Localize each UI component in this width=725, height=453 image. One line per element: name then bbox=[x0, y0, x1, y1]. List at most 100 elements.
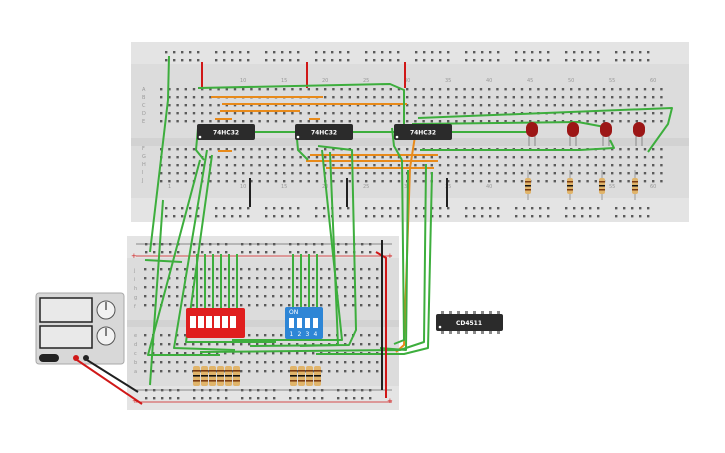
breadboard-hole[interactable] bbox=[565, 59, 568, 62]
breadboard-hole[interactable] bbox=[639, 51, 642, 54]
breadboard-hole[interactable] bbox=[216, 286, 219, 289]
breadboard-hole[interactable] bbox=[161, 251, 164, 254]
breadboard-hole[interactable] bbox=[336, 268, 339, 271]
breadboard-hole[interactable] bbox=[597, 59, 600, 62]
breadboard-hole[interactable] bbox=[643, 120, 647, 123]
breadboard-hole[interactable] bbox=[422, 120, 425, 123]
breadboard-hole[interactable] bbox=[168, 172, 171, 175]
breadboard-hole[interactable] bbox=[553, 172, 556, 175]
breadboard-hole[interactable] bbox=[288, 370, 291, 373]
breadboard-hole[interactable] bbox=[192, 112, 196, 115]
breadboard-hole[interactable] bbox=[589, 51, 592, 54]
breadboard-hole[interactable] bbox=[389, 164, 392, 167]
breadboard-hole[interactable] bbox=[368, 268, 371, 271]
breadboard-hole[interactable] bbox=[176, 277, 179, 280]
breadboard-hole[interactable] bbox=[160, 361, 163, 364]
breadboard-hole[interactable] bbox=[209, 156, 212, 159]
breadboard-hole[interactable] bbox=[578, 156, 581, 159]
chip-74hc32-1[interactable]: 74HC32 bbox=[197, 124, 255, 140]
breadboard-hole[interactable] bbox=[258, 172, 261, 175]
breadboard-hole[interactable] bbox=[315, 156, 319, 159]
breadboard-hole[interactable] bbox=[337, 251, 340, 254]
breadboard-hole[interactable] bbox=[144, 304, 147, 307]
breadboard-hole[interactable] bbox=[201, 148, 204, 151]
breadboard-hole[interactable] bbox=[570, 104, 573, 107]
breadboard-hole[interactable] bbox=[373, 215, 376, 218]
breadboard-hole[interactable] bbox=[389, 112, 392, 115]
breadboard-hole[interactable] bbox=[447, 180, 450, 183]
breadboard-hole[interactable] bbox=[615, 207, 618, 210]
breadboard-hole[interactable] bbox=[332, 180, 335, 183]
breadboard-hole[interactable] bbox=[216, 295, 219, 298]
breadboard-hole[interactable] bbox=[381, 148, 384, 151]
breadboard-hole[interactable] bbox=[160, 104, 163, 107]
breadboard-hole[interactable] bbox=[232, 343, 235, 346]
breadboard-hole[interactable] bbox=[240, 352, 243, 355]
breadboard-hole[interactable] bbox=[173, 59, 176, 62]
breadboard-hole[interactable] bbox=[488, 172, 491, 175]
breadboard-hole[interactable] bbox=[280, 343, 283, 346]
breadboard-hole[interactable] bbox=[339, 215, 342, 218]
breadboard-hole[interactable] bbox=[272, 286, 275, 289]
breadboard-hole[interactable] bbox=[315, 172, 319, 175]
breadboard-hole[interactable] bbox=[169, 243, 172, 246]
breadboard-hole[interactable] bbox=[304, 361, 307, 364]
breadboard-hole[interactable] bbox=[397, 180, 401, 183]
breadboard-hole[interactable] bbox=[489, 51, 492, 54]
breadboard-hole[interactable] bbox=[356, 88, 360, 91]
led[interactable] bbox=[526, 122, 538, 146]
breadboard-hole[interactable] bbox=[272, 361, 275, 364]
breadboard-hole[interactable] bbox=[496, 112, 499, 115]
breadboard-hole[interactable] bbox=[272, 334, 275, 337]
breadboard-hole[interactable] bbox=[438, 104, 442, 107]
breadboard-hole[interactable] bbox=[423, 51, 426, 54]
breadboard-hole[interactable] bbox=[635, 172, 638, 175]
dip-toggle[interactable] bbox=[214, 316, 220, 328]
breadboard-hole[interactable] bbox=[232, 361, 235, 364]
breadboard-hole[interactable] bbox=[545, 156, 548, 159]
green-wire[interactable] bbox=[149, 55, 170, 253]
breadboard-hole[interactable] bbox=[455, 164, 458, 167]
breadboard-hole[interactable] bbox=[397, 156, 401, 159]
breadboard-hole[interactable] bbox=[373, 59, 376, 62]
breadboard-hole[interactable] bbox=[660, 164, 663, 167]
breadboard-hole[interactable] bbox=[332, 120, 335, 123]
breadboard-hole[interactable] bbox=[376, 268, 379, 271]
breadboard-hole[interactable] bbox=[463, 156, 466, 159]
breadboard-hole[interactable] bbox=[479, 104, 483, 107]
breadboard-hole[interactable] bbox=[193, 243, 196, 246]
breadboard-hole[interactable] bbox=[529, 88, 532, 91]
breadboard-hole[interactable] bbox=[471, 104, 474, 107]
breadboard-hole[interactable] bbox=[373, 120, 376, 123]
breadboard-hole[interactable] bbox=[602, 104, 606, 107]
breadboard-hole[interactable] bbox=[389, 120, 392, 123]
breadboard-hole[interactable] bbox=[356, 104, 360, 107]
breadboard-hole[interactable] bbox=[169, 397, 172, 400]
breadboard-hole[interactable] bbox=[192, 304, 195, 307]
breadboard-hole[interactable] bbox=[233, 120, 237, 123]
breadboard-hole[interactable] bbox=[160, 334, 163, 337]
breadboard-hole[interactable] bbox=[184, 361, 187, 364]
breadboard-hole[interactable] bbox=[489, 59, 492, 62]
breadboard-hole[interactable] bbox=[296, 361, 299, 364]
breadboard-hole[interactable] bbox=[288, 352, 291, 355]
breadboard-hole[interactable] bbox=[176, 164, 179, 167]
breadboard-hole[interactable] bbox=[602, 172, 606, 175]
breadboard-hole[interactable] bbox=[627, 148, 630, 151]
breadboard-hole[interactable] bbox=[200, 343, 203, 346]
breadboard-hole[interactable] bbox=[347, 51, 350, 54]
breadboard-hole[interactable] bbox=[320, 268, 323, 271]
breadboard-hole[interactable] bbox=[406, 156, 409, 159]
dip-toggle[interactable] bbox=[289, 318, 294, 328]
breadboard-hole[interactable] bbox=[463, 112, 466, 115]
breadboard-hole[interactable] bbox=[368, 343, 371, 346]
breadboard-hole[interactable] bbox=[299, 112, 302, 115]
breadboard-hole[interactable] bbox=[586, 164, 589, 167]
breadboard-hole[interactable] bbox=[652, 112, 655, 115]
breadboard-hole[interactable] bbox=[479, 156, 483, 159]
breadboard-hole[interactable] bbox=[265, 59, 268, 62]
breadboard-hole[interactable] bbox=[553, 120, 556, 123]
breadboard-hole[interactable] bbox=[381, 112, 384, 115]
breadboard-hole[interactable] bbox=[406, 112, 409, 115]
breadboard-hole[interactable] bbox=[240, 304, 243, 307]
